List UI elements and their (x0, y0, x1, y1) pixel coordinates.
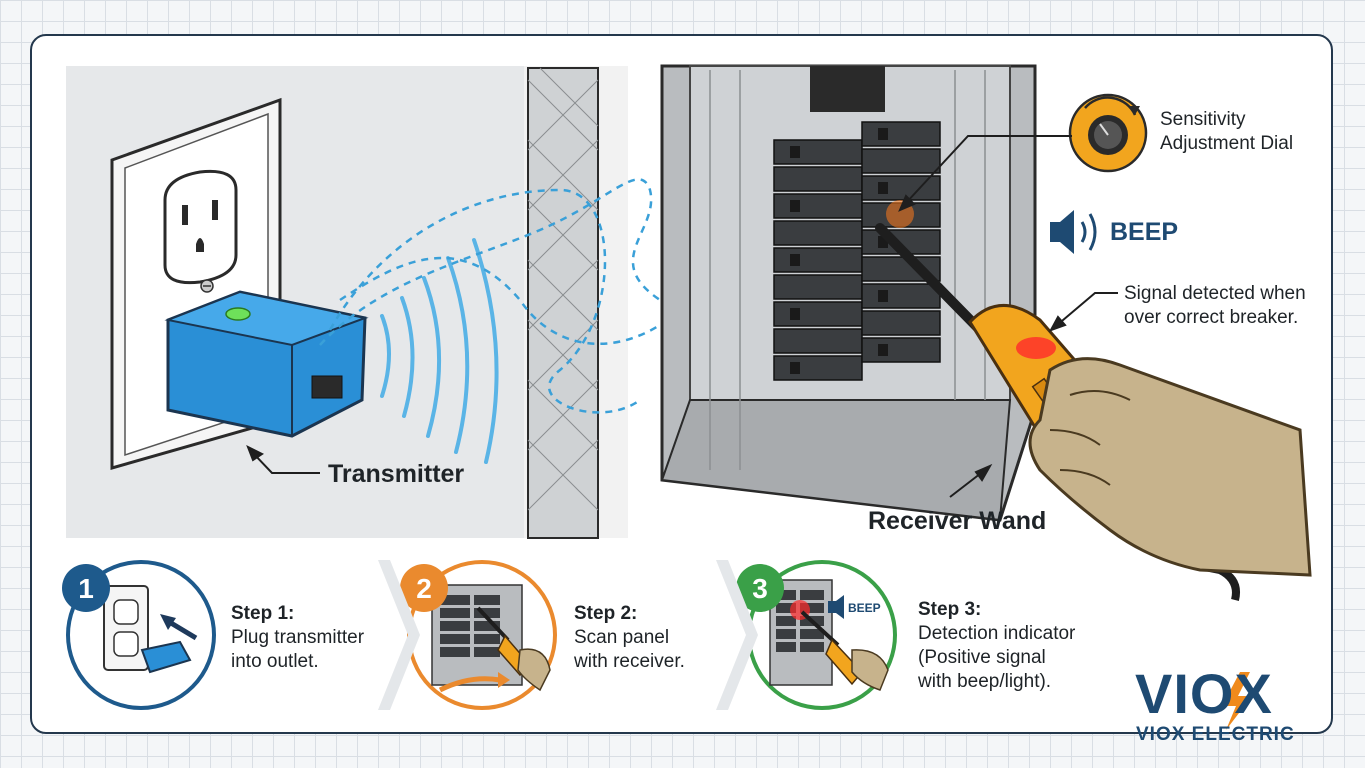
brand-tagline: VIOX ELECTRIC (1136, 724, 1295, 745)
signal-arcs (380, 238, 499, 464)
step-2-number: 2 (416, 573, 432, 604)
beep-label: BEEP (1110, 218, 1179, 246)
step-3-beep-label: BEEP (848, 601, 881, 615)
breaker-column-left (773, 139, 863, 381)
transmitter-device (164, 290, 369, 438)
step-1-title: Step 1: (231, 603, 295, 624)
wall-cross-section (524, 66, 628, 539)
step-chevrons (378, 560, 758, 710)
brand-logo: VIOX (1135, 662, 1273, 725)
red-led-icon (1016, 337, 1056, 359)
transmitter-label: Transmitter (328, 460, 465, 488)
step-3-title: Step 3: (918, 599, 982, 620)
step-1-text: Step 1: Plug transmitter into outlet. (231, 603, 365, 672)
step-3-text: Step 3: Detection indicator (Positive si… (918, 599, 1076, 692)
step-2-title: Step 2: (574, 603, 638, 624)
sensitivity-label: Sensitivity Adjustment Dial (1160, 109, 1294, 154)
sensitivity-dial-icon (1068, 93, 1148, 173)
breaker-panel (660, 64, 1037, 522)
step-1-number: 1 (78, 573, 94, 604)
gloved-hand (1028, 357, 1312, 577)
green-led-icon (225, 307, 251, 321)
breaker-column-right (861, 121, 941, 363)
signal-detected-label: Signal detected when over correct breake… (1124, 283, 1306, 328)
speaker-icon (1050, 210, 1097, 254)
callout-arrows (246, 135, 1118, 498)
lightning-bolt-icon (1222, 672, 1252, 730)
receiver-wand-label: Receiver Wand (868, 507, 1047, 535)
step-3-number: 3 (752, 573, 768, 604)
step-number-badges: 1 2 3 (62, 564, 784, 612)
ethernet-port-icon (311, 375, 343, 399)
step-2-text: Step 2: Scan panel with receiver. (574, 603, 685, 672)
step-3-illustration (747, 560, 897, 710)
